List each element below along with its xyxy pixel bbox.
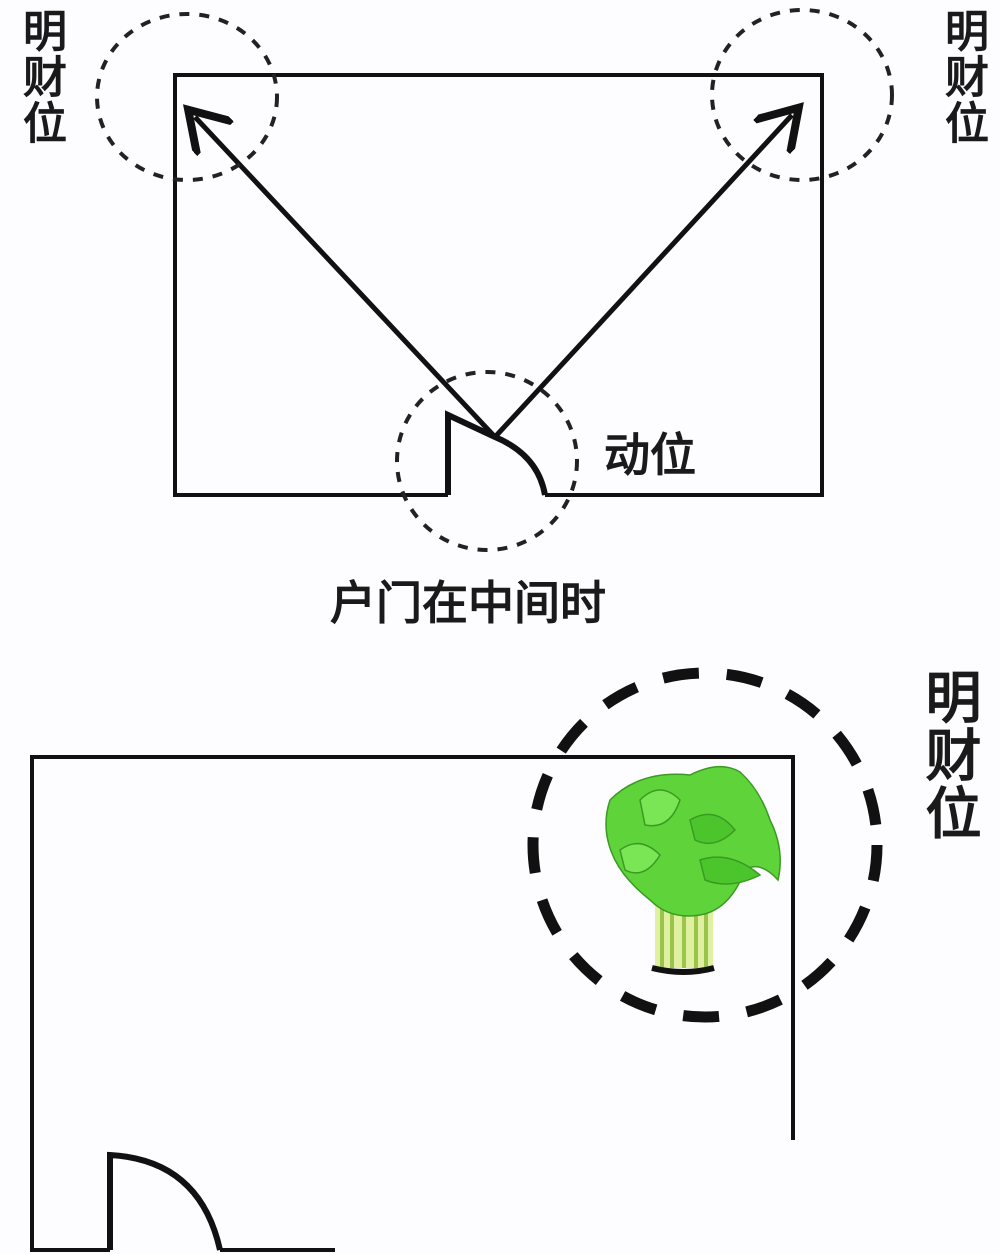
arrow-to-right-wealth [493, 115, 792, 439]
top-diagram-caption: 户门在中间时 [330, 576, 606, 630]
bottom-room-outline [30, 755, 795, 1252]
dashed-circle-top-left [95, 12, 279, 182]
label-wealth-top-right: 明财位 [937, 8, 988, 146]
label-door-position: 动位 [604, 428, 696, 482]
dashed-circle-door [395, 370, 579, 552]
label-wealth-bottom-right: 明财位 [916, 668, 981, 842]
top-room-outline [173, 73, 824, 497]
bottom-door [107, 1151, 223, 1251]
dashed-circle-bottom-wealth [527, 667, 883, 1023]
potted-plant-icon [605, 766, 781, 975]
top-door [445, 410, 548, 496]
label-wealth-top-left: 明财位 [15, 8, 66, 146]
dashed-circle-top-right [710, 8, 894, 182]
arrow-to-left-wealth [195, 117, 497, 439]
